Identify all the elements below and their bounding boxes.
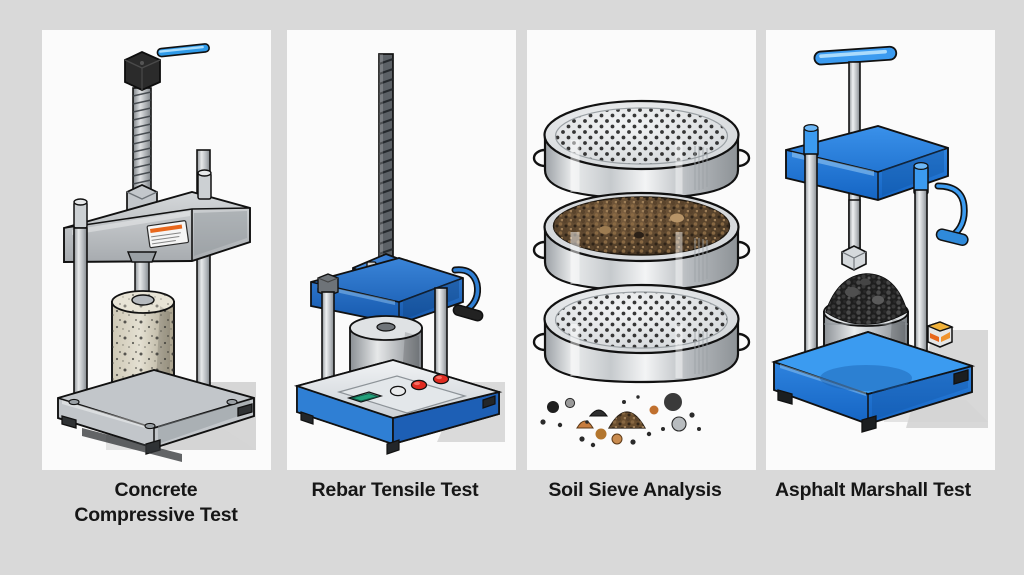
guide-column-front [73, 227, 88, 404]
lever-handle[interactable] [156, 43, 210, 58]
guide-column-left [804, 153, 818, 377]
caption-line-1: Concrete [114, 479, 198, 501]
caption-line-1: Soil Sieve Analysis [548, 479, 722, 501]
caption-line-1: Rebar Tensile Test [311, 479, 479, 501]
base-feet [300, 395, 496, 455]
control-display[interactable] [346, 391, 384, 403]
button-red-1[interactable] [410, 379, 428, 391]
soil-sample-scatter [540, 393, 701, 448]
caption-asphalt-marshall-test: Asphalt Marshall Test [748, 478, 998, 503]
crank-handle[interactable] [934, 182, 969, 246]
machine-base [771, 331, 976, 433]
caption-concrete-compressive-test: Concrete Compressive Test [31, 478, 281, 528]
panel-asphalt-marshall-test [766, 30, 995, 470]
screw-hex-head[interactable] [124, 51, 161, 91]
illustration-sieve-stack [527, 30, 756, 470]
asphalt-specimen [825, 273, 908, 325]
post-cap-left [317, 273, 339, 297]
soil-aggregate-fill [552, 196, 731, 256]
column-cap-left [73, 198, 88, 229]
platen-rod [126, 251, 158, 299]
sieve-bottom [532, 283, 751, 384]
loading-block [841, 199, 867, 271]
caption-rebar-tensile-test: Rebar Tensile Test [270, 478, 520, 503]
base-plate [57, 369, 255, 462]
sieve-top [532, 99, 751, 200]
panel-concrete-compressive-test [42, 30, 271, 470]
button-red-2[interactable] [432, 373, 450, 385]
warning-label [146, 220, 190, 249]
caption-soil-sieve-analysis: Soil Sieve Analysis [510, 478, 760, 503]
crank-handle[interactable] [451, 266, 484, 322]
post-cap-left [803, 123, 819, 157]
caption-line-1: Asphalt Marshall Test [775, 479, 971, 501]
column-cap-right [197, 169, 212, 200]
illustration-concrete-press [42, 30, 271, 470]
button-white[interactable] [389, 385, 407, 397]
panel-soil-sieve-analysis [527, 30, 756, 470]
illustration-rebar-tensile-machine [287, 30, 516, 470]
caption-line-2: Compressive Test [74, 504, 238, 526]
panel-rebar-tensile-test [287, 30, 516, 470]
control-box[interactable] [926, 321, 954, 348]
sieve-middle [532, 191, 751, 292]
illustration-marshall-press [766, 30, 995, 470]
